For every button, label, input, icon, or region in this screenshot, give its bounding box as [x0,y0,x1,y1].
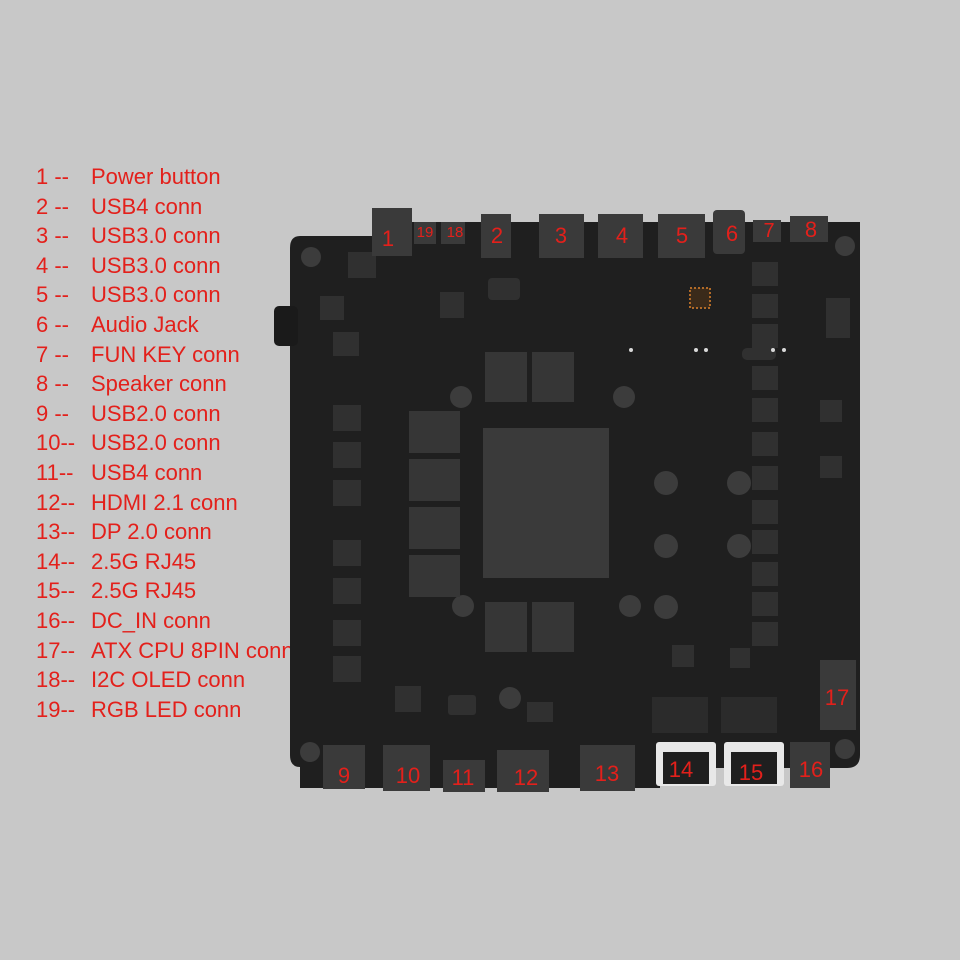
legend-number: 13-- [36,519,76,545]
legend-item-11: 11-- USB4 conn [36,458,294,488]
legend-number: 11-- [36,459,74,485]
callout-19: 19 [417,224,434,241]
legend-number: 18-- [36,667,76,693]
callout-18: 18 [447,224,464,241]
legend-label: USB2.0 conn [91,430,221,456]
board-dots [629,348,786,352]
legend-item-12: 12-- HDMI 2.1 conn [36,488,294,518]
legend-label: ATX CPU 8PIN conn [91,637,294,663]
legend-label: FUN KEY conn [91,341,240,367]
legend-number: 5 -- [36,282,69,308]
legend-label: Speaker conn [91,371,227,397]
legend-number: 15-- [36,578,76,604]
legend-item-17: 17-- ATX CPU 8PIN conn [36,636,294,666]
legend-number: 1 -- [36,164,69,189]
callout-2: 2 [491,223,503,248]
board-components [320,252,850,733]
legend-label: RGB LED conn [91,696,242,722]
legend-label: USB3.0 conn [91,282,221,308]
legend-item-9: 9 -- USB2.0 conn [36,399,294,429]
legend-number: 10-- [36,430,76,456]
callout-11: 11 [452,765,475,790]
callout-4: 4 [616,223,628,248]
callout-10: 10 [396,763,420,788]
legend-item-13: 13-- DP 2.0 conn [36,517,294,547]
callout-16: 16 [799,757,823,782]
callout-12: 12 [514,765,538,790]
callout-6: 6 [726,221,738,246]
bottom-connectors [323,742,830,792]
legend-item-10: 10-- USB2.0 conn [36,428,294,458]
legend-label: DP 2.0 conn [91,519,212,545]
legend-item-7: 7 -- FUN KEY conn [36,340,294,370]
legend-item-3: 3 -- USB3.0 conn [36,221,294,251]
legend-label: I2C OLED conn [91,667,246,693]
callout-5: 5 [676,223,688,248]
legend-label: HDMI 2.1 conn [91,489,238,515]
legend-number: 2 -- [36,193,69,219]
legend-item-2: 2 -- USB4 conn [36,192,294,222]
legend-item-14: 14-- 2.5G RJ45 [36,547,294,577]
callout-17: 17 [825,685,849,710]
legend-number: 7 -- [36,341,69,367]
callout-7: 7 [763,220,774,242]
callout-labels: 1 19 18 2 3 4 5 6 7 8 9 10 11 12 13 14 1… [338,217,849,790]
legend-item-5: 5 -- USB3.0 conn [36,280,294,310]
legend-item-18: 18-- I2C OLED conn [36,665,294,695]
legend-item-4: 4 -- USB3.0 conn [36,251,294,281]
legend-label: DC_IN conn [91,607,211,633]
legend-number: 3 -- [36,223,69,249]
callout-14: 14 [669,757,693,782]
legend-label: USB2.0 conn [91,400,221,426]
callout-13: 13 [595,761,619,786]
legend-number: 16-- [36,607,76,633]
connector-legend: 1 -- Power button 2 -- USB4 conn 3 -- USB3.… [36,162,294,724]
legend-label: USB4 conn [91,193,203,219]
legend-number: 6 -- [36,311,69,337]
atx-connector [820,660,856,730]
callout-15: 15 [739,760,763,785]
legend-label: Power button [91,164,221,189]
legend-item-1: 1 -- Power button [36,162,294,192]
legend-label: Audio Jack [91,311,199,337]
legend-item-8: 8 -- Speaker conn [36,369,294,399]
legend-item-16: 16-- DC_IN conn [36,606,294,636]
legend-number: 14-- [36,548,76,574]
legend-label: 2.5G RJ45 [91,548,197,574]
soc-and-memory [409,352,609,652]
legend-label: USB3.0 conn [91,252,221,278]
legend-item-6: 6 -- Audio Jack [36,310,294,340]
callout-9: 9 [338,763,350,788]
top-connectors [372,208,828,258]
legend-label: 2.5G RJ45 [91,578,197,604]
legend-item-19: 19-- RGB LED conn [36,695,294,725]
legend-number: 8 -- [36,371,69,397]
legend-item-15: 15-- 2.5G RJ45 [36,576,294,606]
orange-chip [689,287,711,309]
callout-1: 1 [382,226,394,251]
legend-number: 19-- [36,696,76,722]
legend-label: USB4 conn [91,459,203,485]
legend-number: 17-- [36,637,76,663]
callout-8: 8 [805,217,817,242]
callout-3: 3 [555,223,567,248]
legend-number: 9 -- [36,400,69,426]
legend-number: 12-- [36,489,76,515]
legend-number: 4 -- [36,252,69,278]
legend-label: USB3.0 conn [91,223,221,249]
